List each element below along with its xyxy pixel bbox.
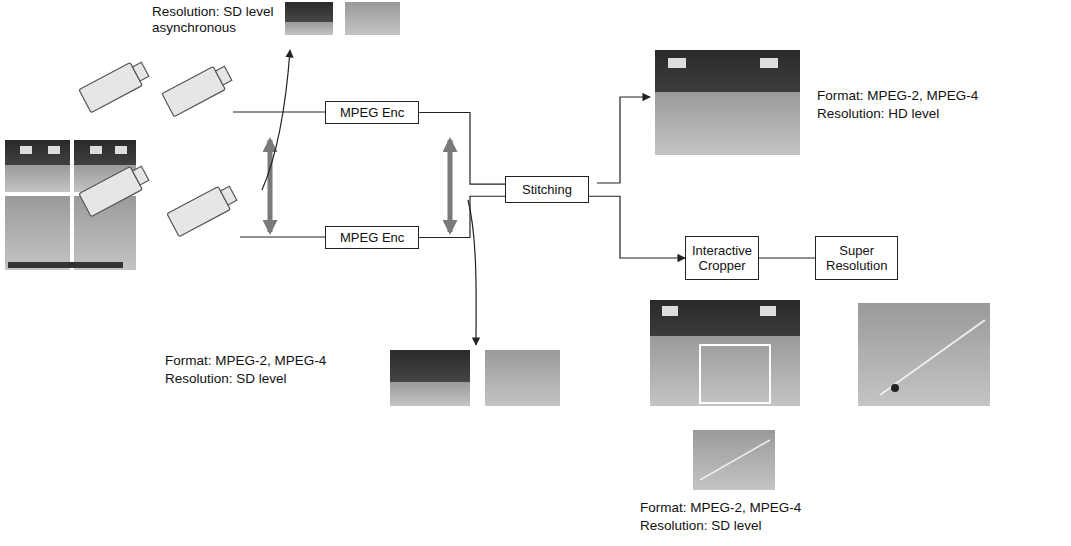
process-box: Interactive Cropper (685, 236, 759, 280)
annotation-label: Format: MPEG-2, MPEG-4 (640, 500, 801, 516)
cropper-image (650, 300, 800, 490)
hd-image (655, 50, 800, 155)
box-label: Interactive Cropper (692, 243, 752, 273)
annotation-label: Resolution: HD level (817, 106, 939, 122)
annotation-label: Resolution: SD level (640, 518, 762, 534)
connector (759, 257, 815, 258)
cameras (79, 58, 239, 237)
encoder-box: MPEG Enc (325, 226, 419, 249)
thumbnails (285, 2, 400, 35)
tap-arrow (262, 50, 290, 190)
super-resolution-image (858, 303, 990, 406)
box-label: Super Resolution (826, 243, 887, 273)
thumbnails (390, 350, 560, 406)
box-label: MPEG Enc (340, 105, 404, 120)
connector (419, 196, 505, 237)
annotation-label: Format: MPEG-2, MPEG-4 (817, 88, 978, 104)
box-label: Stitching (522, 182, 572, 197)
source-images (5, 140, 136, 270)
tap-arrow (468, 200, 476, 345)
connector (589, 196, 685, 258)
double-arrow (448, 140, 453, 232)
annotation-label: Format: MPEG-2, MPEG-4 (165, 353, 326, 369)
process-box: Super Resolution (815, 236, 898, 280)
box-label: MPEG Enc (340, 230, 404, 245)
process-box: Stitching (505, 176, 589, 203)
encoder-box: MPEG Enc (325, 101, 419, 124)
annotation-label: asynchronous (152, 20, 236, 36)
input-lines (233, 112, 325, 237)
output-arrow (597, 97, 650, 183)
annotation-label: Resolution: SD level (165, 371, 287, 387)
connector (419, 113, 505, 185)
annotation-label: Resolution: SD level (152, 4, 274, 20)
double-arrow (268, 140, 273, 232)
